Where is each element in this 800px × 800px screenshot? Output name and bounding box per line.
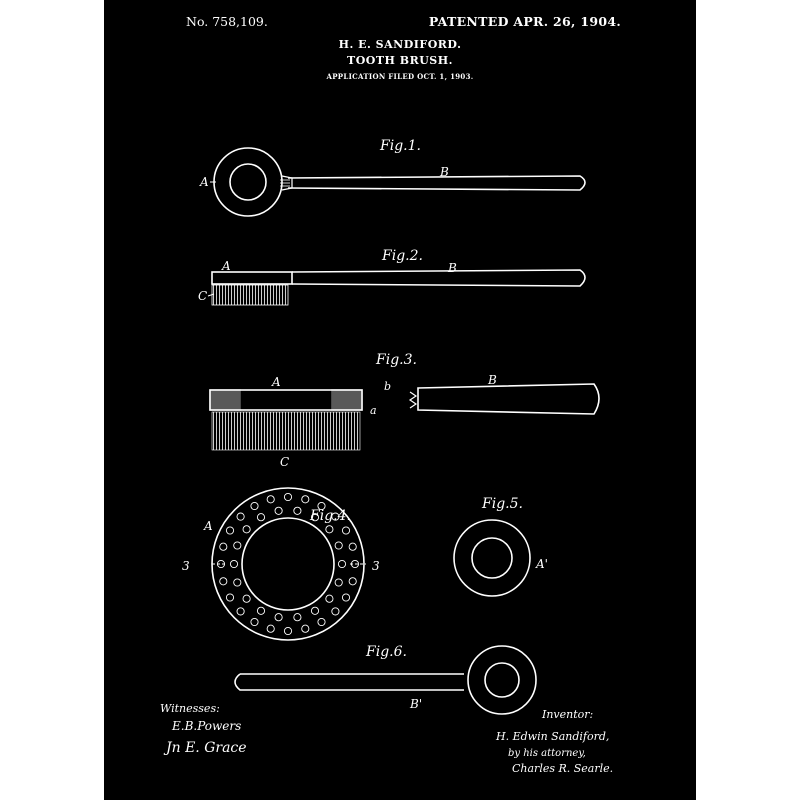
inventor-label: Inventor: [541, 708, 593, 721]
witnesses-label: Witnesses: [160, 702, 220, 715]
fig1-ref-a: A [199, 175, 209, 189]
fig3-ref-c: C [280, 455, 289, 469]
fig3-bristles [211, 411, 361, 451]
fig1-ring-inner [229, 163, 267, 201]
fig4-section-right: 3 [372, 559, 380, 573]
fig4-brush-face [211, 487, 366, 641]
fig5-ring [453, 519, 531, 597]
fig4-section-left: 3 [182, 559, 190, 573]
fig2-toothbrush-side-view [211, 269, 586, 306]
fig2-label: Fig.2. [381, 248, 423, 264]
fig5-outer-ring [453, 519, 531, 597]
fig4-ref-a: A [203, 519, 213, 533]
patent-sheet: No. 758,109. PATENTED APR. 26, 1904. H. … [104, 0, 696, 800]
fig3-ref-a-small: a [370, 404, 377, 417]
fig3-ref-b: B [487, 373, 497, 387]
fig3-head-section [209, 389, 363, 411]
fig1-ring-outer [213, 147, 283, 217]
fig4-label: Fig.4. [309, 508, 351, 524]
fig3-sectional-view [209, 383, 600, 451]
attorney-by-line: by his attorney, [508, 748, 586, 759]
fig5-inner-ring [471, 537, 513, 579]
fig3-ref-b-small: b [384, 380, 391, 393]
fig6-ring-inner [484, 662, 520, 698]
fig1-ref-b: B [439, 165, 449, 179]
inventor-signature: H. Edwin Sandiford, [495, 730, 609, 743]
fig6-ref-b-prime: B' [409, 697, 422, 711]
fig2-ref-b: B [447, 261, 457, 275]
attorney-signature: Charles R. Searle. [512, 762, 613, 775]
fig4-bristle-tufts [216, 492, 360, 636]
fig2-ref-a: A [221, 259, 231, 273]
witness-2-signature: Jn E. Grace [163, 740, 247, 756]
fig3-screw [408, 391, 418, 409]
witness-1-signature: E.B.Powers [171, 719, 241, 733]
application-filed: APPLICATION FILED OCT. 1, 1903. [326, 72, 474, 81]
fig6-handle-with-ring [234, 645, 537, 715]
fig3-handle [417, 383, 600, 415]
fig2-ref-c: C [198, 289, 207, 303]
fig6-label: Fig.6. [365, 644, 407, 660]
fig1-handle [287, 175, 586, 191]
fig6-handle [234, 673, 464, 691]
invention-title: TOOTH BRUSH. [347, 54, 453, 67]
fig2-head [211, 271, 293, 285]
fig3-label: Fig.3. [375, 352, 417, 368]
patent-drawing: Fig.1. A B Fig.2. A B C Fig.3. [160, 138, 613, 775]
fig1-toothbrush-top-view [213, 147, 586, 217]
fig6-ring-outer [467, 645, 537, 715]
fig3-ref-a: A [271, 375, 281, 389]
fig4-outer-ring [211, 487, 365, 641]
fig2-bristles [211, 284, 289, 306]
fig5-ref-a-prime: A' [535, 557, 548, 571]
patent-number: No. 758,109. [186, 14, 268, 29]
fig5-label: Fig.5. [481, 496, 523, 512]
fig2-handle [291, 269, 586, 287]
inventor-name-header: H. E. SANDIFORD. [338, 38, 462, 51]
fig1-label: Fig.1. [379, 138, 421, 154]
fig4-inner-ring [241, 517, 335, 611]
patented-date: PATENTED APR. 26, 1904. [428, 14, 621, 29]
